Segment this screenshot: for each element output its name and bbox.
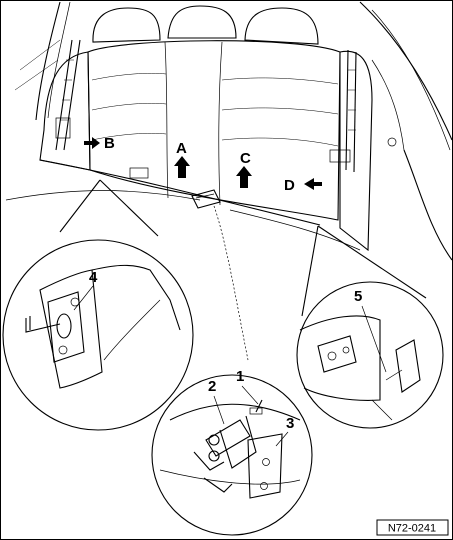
door-handle-icon [387, 137, 397, 147]
mounting-plate [247, 433, 283, 499]
direction-arrows: B A C D [84, 135, 322, 194]
seat-backrest [87, 40, 341, 221]
label-arrow-b: B [104, 135, 115, 152]
headrest-right [244, 7, 319, 45]
detail-left-circle: 4 [2, 179, 194, 431]
detail-circle-bottom [151, 374, 313, 536]
arrow-a-icon [174, 156, 190, 178]
figure-id-box: N72-0241 [376, 519, 449, 536]
callout-line-left-a [59, 179, 101, 233]
detail-leader-line [213, 205, 249, 361]
headrest-center [167, 5, 237, 39]
label-part-5: 5 [354, 288, 362, 305]
label-part-2: 2 [208, 378, 216, 395]
label-arrow-a: A [176, 140, 187, 157]
seat-cushion-edge [39, 159, 321, 226]
seat-belt-left [55, 39, 73, 151]
bolt [255, 399, 263, 413]
callout-line-right-a [301, 225, 319, 317]
label-arrow-d: D [284, 177, 295, 194]
latch-right [395, 339, 421, 393]
arrow-d-icon [304, 178, 322, 190]
figure-id: N72-0241 [388, 523, 436, 535]
label-part-1: 1 [236, 368, 244, 385]
vehicle-interior [5, 1, 453, 361]
latch-bracket-b [129, 167, 149, 179]
door-panel-right [403, 149, 453, 261]
detail-circle-right [296, 281, 444, 429]
label-arrow-c: C [240, 150, 251, 167]
headrest-left [92, 7, 161, 43]
c-pillar-left [35, 1, 61, 121]
arrow-c-icon [236, 166, 252, 188]
detail-right-circle: 5 [296, 225, 444, 429]
detail-bottom-circle: 1 2 3 [151, 368, 313, 536]
label-part-4: 4 [89, 269, 98, 286]
label-part-3: 3 [286, 415, 294, 432]
bracket-plate [47, 291, 85, 363]
arrow-b-icon [84, 137, 100, 149]
latch-bracket-center [191, 189, 221, 209]
